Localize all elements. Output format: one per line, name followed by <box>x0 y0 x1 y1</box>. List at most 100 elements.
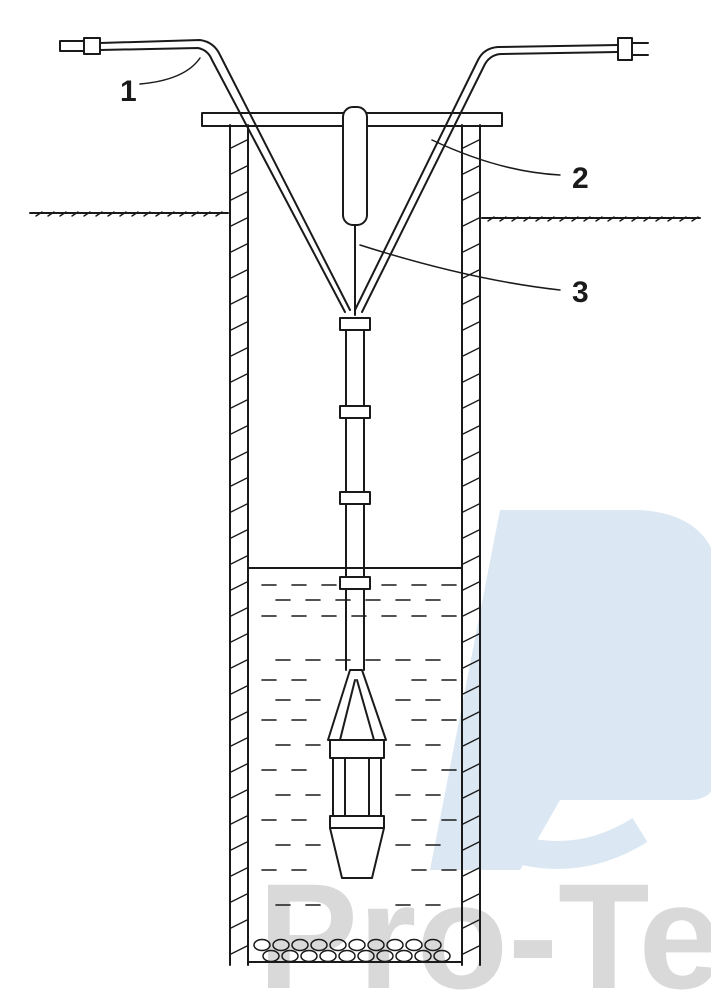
ground-hatch-mark <box>179 211 187 217</box>
gravel-stone <box>310 938 328 952</box>
gravel-stone <box>424 938 442 952</box>
suspension-assembly <box>342 106 368 316</box>
ground-hatch-mark <box>655 216 663 222</box>
cable-2-outer <box>354 44 619 311</box>
casing-hatch-mark <box>230 451 248 461</box>
casing-hatch-mark <box>462 815 480 825</box>
casing-hatch-mark <box>230 867 248 877</box>
ground-hatch-right <box>487 216 699 222</box>
casing-hatch-mark <box>230 165 248 175</box>
casing-hatch-mark <box>230 425 248 435</box>
cables <box>59 37 649 313</box>
ground-hatch-mark <box>131 211 139 217</box>
casing-hatch-mark <box>230 945 248 955</box>
ground-hatch-mark <box>167 211 175 217</box>
ground-hatch-mark <box>667 216 675 222</box>
casing-hatch-mark <box>230 581 248 591</box>
casing-hatch-mark <box>462 373 480 383</box>
casing-hatch-mark <box>462 217 480 227</box>
casing-hatch-mark <box>462 269 480 279</box>
ground-hatch-mark <box>523 216 531 222</box>
ground-hatch-mark <box>59 211 67 217</box>
ground-hatch-mark <box>191 211 199 217</box>
casing-hatch-mark <box>462 841 480 851</box>
casing-hatch-mark <box>462 919 480 929</box>
ground-hatch-mark <box>107 211 115 217</box>
casing-hatch-mark <box>462 347 480 357</box>
callout-3: 3 <box>572 276 589 309</box>
plug-body <box>617 37 633 61</box>
ground-hatch-mark <box>511 216 519 222</box>
pump-nose <box>329 827 385 879</box>
casing-hatch-mark <box>230 217 248 227</box>
leader-3 <box>359 244 561 291</box>
ground-hatch-mark <box>47 211 55 217</box>
clamp-3 <box>339 491 371 505</box>
casing-hatch-mark <box>462 529 480 539</box>
callout-1: 1 <box>120 75 137 108</box>
ground-hatch-mark <box>691 216 699 222</box>
water-dashes <box>261 584 457 906</box>
clamp-1 <box>339 317 371 331</box>
rope-holder <box>342 106 368 226</box>
ground-surface <box>29 211 701 222</box>
ground-hatch-mark <box>619 216 627 222</box>
pump-sling-inner <box>339 679 375 741</box>
pump-sling <box>327 669 387 741</box>
gravel-stone <box>272 938 290 952</box>
casing-hatch-mark <box>230 191 248 201</box>
gravel-stone <box>367 938 385 952</box>
casing-hatch-mark <box>230 555 248 565</box>
casing-hatch-mark <box>462 711 480 721</box>
pump-top-ring <box>329 739 385 759</box>
casing-hatch-mark <box>462 555 480 565</box>
casing-hatch-mark <box>462 867 480 877</box>
casing-hatch-mark <box>462 503 480 513</box>
hose-pipe <box>339 317 371 671</box>
casing-hatch-mark <box>462 763 480 773</box>
casing-hatch-mark <box>462 945 480 955</box>
well-casing <box>229 124 481 966</box>
cable-1-connector-tip <box>59 40 85 52</box>
cable-1-inner <box>99 47 346 313</box>
casing-hatch-mark <box>230 477 248 487</box>
casing-hatch-mark <box>462 399 480 409</box>
casing-hatch-mark <box>230 815 248 825</box>
casing-hatch-mark <box>230 737 248 747</box>
casing-hatch-mark <box>462 581 480 591</box>
cable-1-outer <box>99 39 351 311</box>
gravel-stone <box>291 938 309 952</box>
ground-hatch-mark <box>679 216 687 222</box>
ground-hatch-mark <box>643 216 651 222</box>
casing-hatch-mark <box>230 841 248 851</box>
callout-leaders <box>139 57 561 291</box>
casing-hatch-mark <box>462 321 480 331</box>
ground-hatch-mark <box>119 211 127 217</box>
ground-hatch-mark <box>143 211 151 217</box>
casing-hatch-mark <box>462 139 480 149</box>
ground-hatch-mark <box>487 216 495 222</box>
ground-hatch-mark <box>83 211 91 217</box>
casing-hatch-mark <box>462 685 480 695</box>
leader-2 <box>431 139 561 176</box>
water <box>247 567 463 906</box>
watermark-text: Pro-Te <box>258 852 711 994</box>
casing-hatch-mark <box>230 607 248 617</box>
ground-hatch-mark <box>595 216 603 222</box>
casing-hatch-mark <box>230 659 248 669</box>
casing-hatch-mark <box>462 425 480 435</box>
casing-hatch-mark <box>230 269 248 279</box>
casing-hatch-mark <box>462 789 480 799</box>
submersible-pump <box>327 669 387 879</box>
casing-hatch-mark <box>462 477 480 487</box>
casing-hatch-mark <box>462 451 480 461</box>
watermark-logo-shape <box>430 510 711 870</box>
casing-hatch-mark <box>230 295 248 305</box>
casing-hatch-mark <box>462 633 480 643</box>
gravel-stone <box>348 938 366 952</box>
ground-hatch-mark <box>95 211 103 217</box>
casing-hatch-mark <box>230 529 248 539</box>
casing-hatch-mark <box>462 165 480 175</box>
